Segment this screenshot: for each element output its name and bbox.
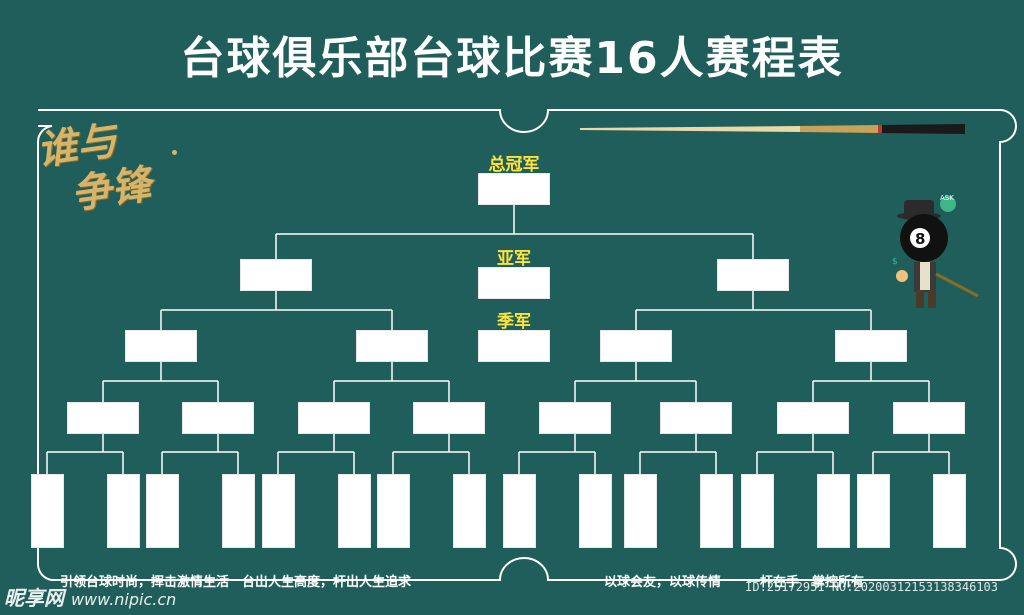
cue-stick-icon	[580, 124, 965, 134]
player-slot-14[interactable]	[817, 474, 850, 548]
calligraphy-dot	[172, 150, 177, 155]
third-place-label: 季军	[497, 312, 531, 332]
round2-box-5[interactable]	[539, 402, 611, 434]
page-title: 台球俱乐部台球比赛16人赛程表	[180, 33, 844, 84]
player-slot-9[interactable]	[503, 474, 536, 548]
round2-box-7[interactable]	[777, 402, 849, 434]
player-slot-2[interactable]	[107, 474, 140, 548]
svg-text:ASK: ASK	[940, 194, 954, 202]
quarterfinal-box-3[interactable]	[600, 330, 672, 362]
third-place-box[interactable]	[478, 330, 550, 362]
svg-text:$: $	[892, 257, 898, 267]
svg-text:8: 8	[915, 230, 925, 248]
champion-label: 总冠军	[488, 155, 540, 175]
watermark-brand: 昵享网 www.nipic.cn	[4, 582, 176, 611]
round2-box-8[interactable]	[893, 402, 965, 434]
quarterfinal-box-1[interactable]	[125, 330, 197, 362]
round2-box-3[interactable]	[298, 402, 370, 434]
player-slot-5[interactable]	[262, 474, 295, 548]
champion-box[interactable]	[478, 173, 550, 205]
slogan-left: 引领台球时尚，挥击激情生活 台出人生高度，杆出人生追求	[60, 575, 412, 590]
watermark-brand-name: 昵享网	[4, 586, 64, 610]
quarterfinal-box-2[interactable]	[356, 330, 428, 362]
player-slot-12[interactable]	[700, 474, 733, 548]
round2-box-6[interactable]	[660, 402, 732, 434]
round2-box-2[interactable]	[182, 402, 254, 434]
eight-ball-mascot-icon: ASK 8 $	[892, 194, 979, 308]
round2-box-1[interactable]	[67, 402, 139, 434]
player-slot-1[interactable]	[31, 474, 64, 548]
round2-box-4[interactable]	[413, 402, 485, 434]
player-slot-3[interactable]	[146, 474, 179, 548]
quarterfinal-box-4[interactable]	[835, 330, 907, 362]
player-slot-4[interactable]	[222, 474, 255, 548]
player-slot-13[interactable]	[741, 474, 774, 548]
player-slot-16[interactable]	[933, 474, 966, 548]
player-slot-7[interactable]	[377, 474, 410, 548]
slogan-right: 以球会友，以球传情 一杆在手 掌控所有	[604, 575, 865, 590]
player-slot-10[interactable]	[579, 474, 612, 548]
player-slot-8[interactable]	[453, 474, 486, 548]
watermark-url: www.nipic.cn	[70, 590, 177, 609]
player-slot-15[interactable]	[857, 474, 890, 548]
watermark-id: ID:25172951 NO:20200312153138346103	[745, 580, 998, 594]
semifinal-box-1[interactable]	[240, 259, 312, 291]
runner-up-box[interactable]	[478, 267, 550, 299]
player-slot-11[interactable]	[624, 474, 657, 548]
runner-up-label: 亚军	[497, 249, 531, 269]
player-slot-6[interactable]	[338, 474, 371, 548]
semifinal-box-2[interactable]	[717, 259, 789, 291]
